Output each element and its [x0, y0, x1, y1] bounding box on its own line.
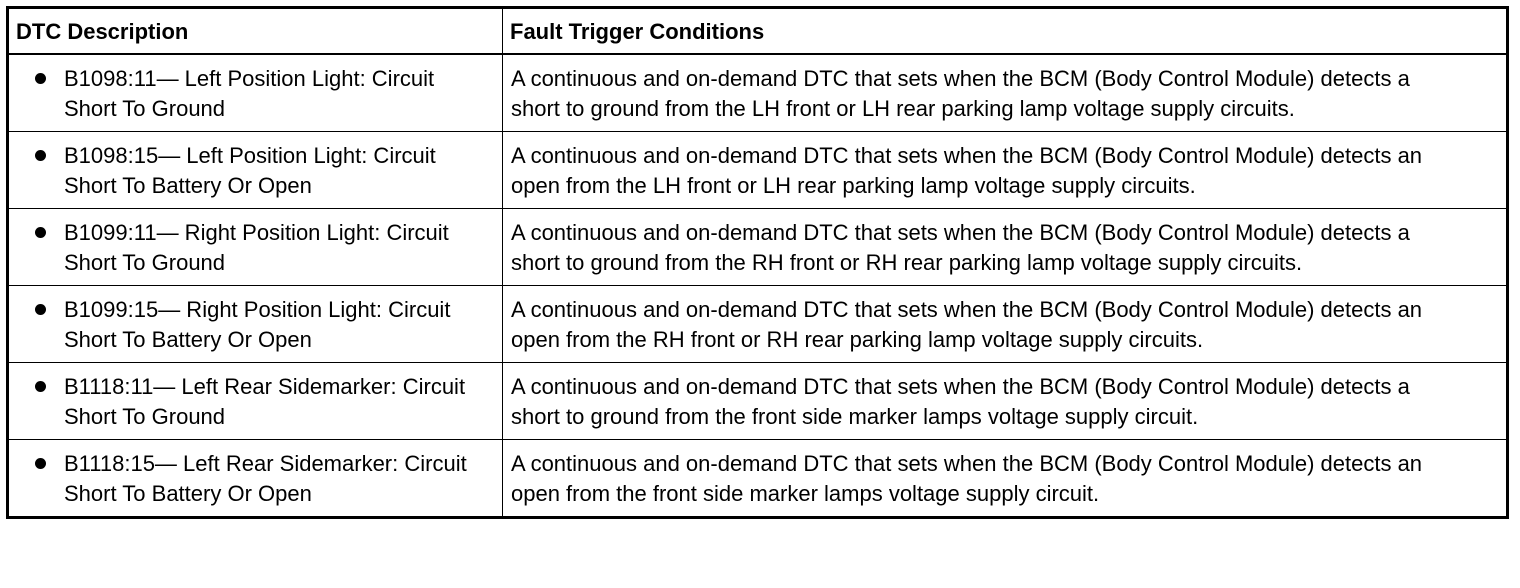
dtc-description: B1098:15— Left Position Light: Circuit S…: [15, 141, 496, 201]
table-row: B1098:11— Left Position Light: Circuit S…: [7, 53, 1508, 132]
fault-trigger-text: A continuous and on-demand DTC that sets…: [511, 143, 1423, 198]
fault-trigger-cell: A continuous and on-demand DTC that sets…: [502, 131, 1508, 209]
bullet-icon: [35, 304, 46, 315]
dtc-description-text: B1118:11— Left Rear Sidemarker: Circuit …: [64, 374, 466, 429]
dtc-description-text: B1098:15— Left Position Light: Circuit S…: [64, 143, 436, 198]
bullet-icon: [35, 150, 46, 161]
table-row: B1099:15— Right Position Light: Circuit …: [7, 285, 1508, 363]
dtc-description-text: B1099:11— Right Position Light: Circuit …: [64, 220, 449, 275]
fault-trigger-text: A continuous and on-demand DTC that sets…: [511, 297, 1423, 352]
fault-trigger-cell: A continuous and on-demand DTC that sets…: [502, 285, 1508, 363]
dtc-description-text: B1099:15— Right Position Light: Circuit …: [64, 297, 451, 352]
table-row: B1118:11— Left Rear Sidemarker: Circuit …: [7, 362, 1508, 440]
fault-trigger-text: A continuous and on-demand DTC that sets…: [511, 374, 1410, 429]
fault-trigger-text: A continuous and on-demand DTC that sets…: [511, 451, 1423, 506]
dtc-description-text: B1098:11— Left Position Light: Circuit S…: [64, 66, 435, 121]
bullet-icon: [35, 73, 46, 84]
table-row: B1099:11— Right Position Light: Circuit …: [7, 208, 1508, 286]
dtc-description: B1118:15— Left Rear Sidemarker: Circuit …: [15, 449, 496, 509]
fault-trigger-text: A continuous and on-demand DTC that sets…: [511, 220, 1410, 275]
bullet-icon: [35, 227, 46, 238]
dtc-description-cell: B1118:11— Left Rear Sidemarker: Circuit …: [7, 362, 503, 440]
fault-trigger-cell: A continuous and on-demand DTC that sets…: [502, 53, 1508, 132]
dtc-description: B1099:15— Right Position Light: Circuit …: [15, 295, 496, 355]
header-row: DTC Description Fault Trigger Conditions: [7, 7, 1508, 55]
table-row: B1118:15— Left Rear Sidemarker: Circuit …: [7, 439, 1508, 518]
dtc-description: B1099:11— Right Position Light: Circuit …: [15, 218, 496, 278]
dtc-description-cell: B1118:15— Left Rear Sidemarker: Circuit …: [7, 439, 503, 518]
bullet-icon: [35, 381, 46, 392]
table-header: DTC Description Fault Trigger Conditions: [7, 7, 1508, 55]
table-row: B1098:15— Left Position Light: Circuit S…: [7, 131, 1508, 209]
dtc-description-cell: B1098:15— Left Position Light: Circuit S…: [7, 131, 503, 209]
dtc-description-cell: B1098:11— Left Position Light: Circuit S…: [7, 53, 503, 132]
fault-trigger-cell: A continuous and on-demand DTC that sets…: [502, 208, 1508, 286]
fault-trigger-text: A continuous and on-demand DTC that sets…: [511, 66, 1410, 121]
bullet-icon: [35, 458, 46, 469]
fault-trigger-cell: A continuous and on-demand DTC that sets…: [502, 362, 1508, 440]
dtc-description-text: B1118:15— Left Rear Sidemarker: Circuit …: [64, 451, 467, 506]
table-body: B1098:11— Left Position Light: Circuit S…: [7, 53, 1508, 518]
header-fault-trigger-conditions: Fault Trigger Conditions: [502, 7, 1508, 55]
dtc-description: B1118:11— Left Rear Sidemarker: Circuit …: [15, 372, 496, 432]
dtc-description-cell: B1099:15— Right Position Light: Circuit …: [7, 285, 503, 363]
dtc-table: DTC Description Fault Trigger Conditions…: [6, 6, 1509, 519]
dtc-description: B1098:11— Left Position Light: Circuit S…: [15, 64, 496, 124]
fault-trigger-cell: A continuous and on-demand DTC that sets…: [502, 439, 1508, 518]
header-dtc-description: DTC Description: [7, 7, 503, 55]
dtc-description-cell: B1099:11— Right Position Light: Circuit …: [7, 208, 503, 286]
